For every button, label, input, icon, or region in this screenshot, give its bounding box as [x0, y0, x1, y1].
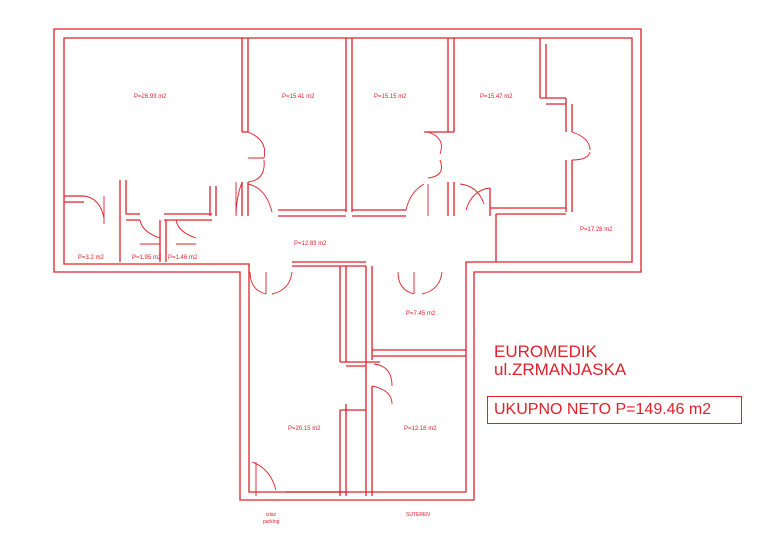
street-name: ul.ZRMANJASKA: [494, 360, 627, 379]
plan-notes: izlaz parking SUTEREN: [263, 512, 430, 525]
room-label: P=26.93 m2: [134, 94, 167, 100]
room-label: P=12.83 m2: [294, 241, 327, 247]
company-name: EUROMEDIK: [494, 342, 597, 361]
level-note: SUTEREN: [406, 512, 430, 518]
exit-note: parking: [263, 519, 280, 525]
outer-walls: [53, 28, 642, 501]
room-label: P=1.95 m2: [132, 255, 162, 261]
room-label: P=17.28 m2: [580, 227, 613, 233]
room-label: P=15.41 m2: [282, 94, 315, 100]
interior-walls: [64, 38, 573, 496]
room-label: P=1.46 m2: [168, 255, 198, 261]
room-label: P=12.18 m2: [404, 426, 437, 432]
door-swings: [83, 131, 591, 496]
room-label: P=3.2 m2: [78, 255, 105, 261]
room-label: P=15.15 m2: [374, 94, 407, 100]
room-label: P=7.45 m2: [406, 311, 436, 317]
room-label: P=20.15 m2: [288, 426, 321, 432]
exit-note: izlaz: [266, 512, 277, 518]
room-label: P=15.47 m2: [480, 94, 513, 100]
total-area-box: UKUPNO NETO P=149.46 m2: [487, 396, 742, 424]
total-area: UKUPNO NETO P=149.46 m2: [494, 401, 712, 418]
room-labels: P=26.93 m2 P=15.41 m2 P=15.15 m2 P=15.47…: [78, 94, 613, 432]
